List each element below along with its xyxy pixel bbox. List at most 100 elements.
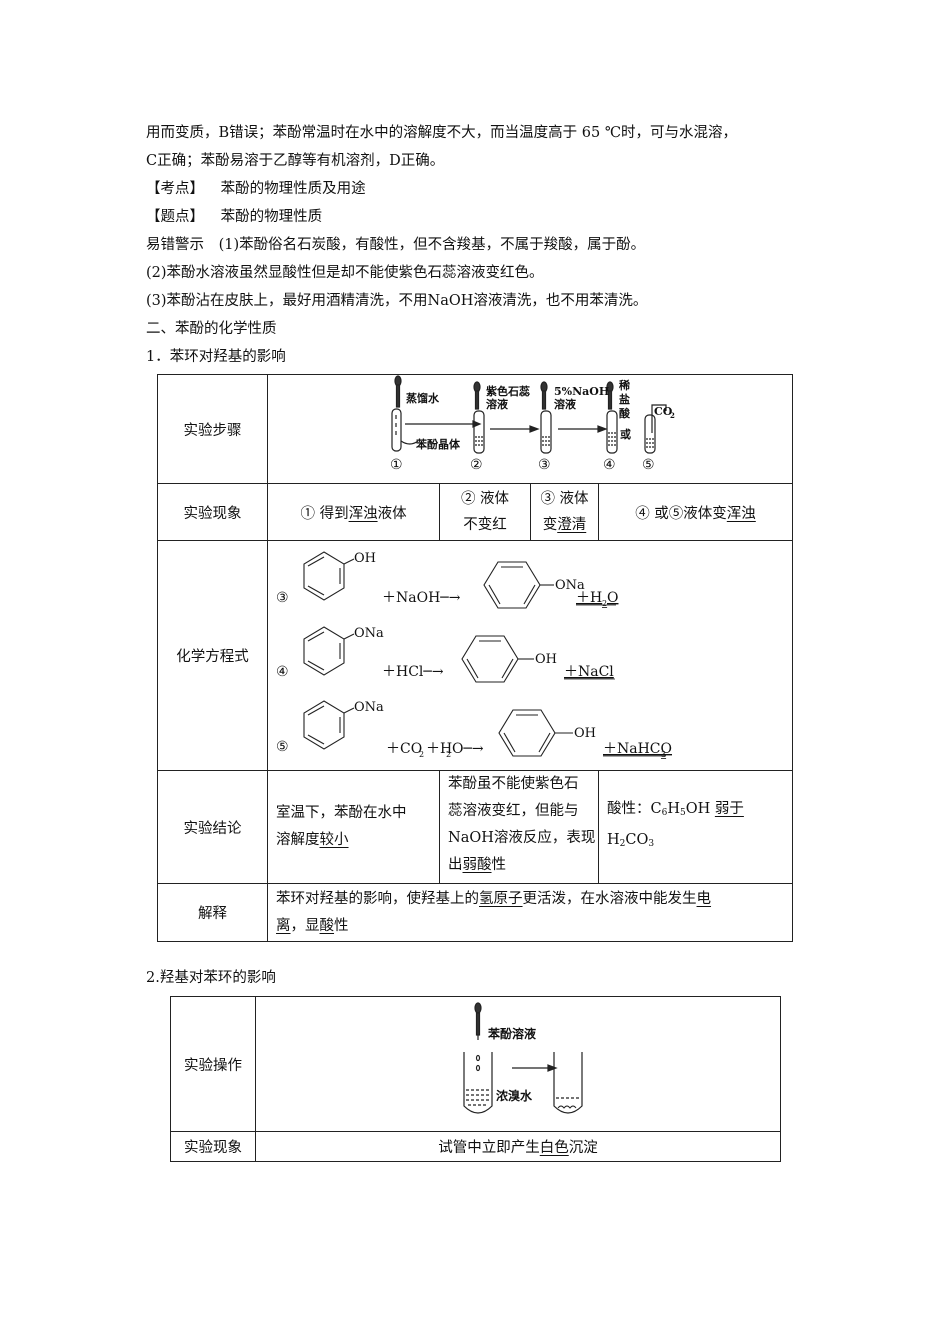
tube-number: ② [470,457,483,473]
answer-underline: 弱酸 [462,857,492,873]
exp-text: 更活泼，在水溶液中能发生 [522,890,697,907]
answer-underline: 氢原子 [479,890,523,907]
answer-underline: 电 [696,890,712,907]
phen-text: 变 [542,517,558,533]
conc-text: H [606,832,620,848]
conc-text: 苯酚虽不能使紫色石 [448,776,579,792]
reagent-text: ＋NaOH─→ [382,590,461,606]
conclusion-cell: 酸性：C6H5OH 弱于 H2CO3 [597,770,794,884]
warning-line: 易错警示 (1)苯酚俗名石炭酸，有酸性，但不含羧基，不属于羧酸，属于酚。 [146,235,645,255]
product-answer: ＋NaCl [564,664,614,680]
phen-text: ① 得到 [300,505,349,522]
group-oh: OH [535,652,557,667]
phen-text: 液体 [377,505,407,522]
result-cell: 试管中立即产生白色沉淀 [255,1131,781,1162]
answer-underline: 澄清 [557,517,587,533]
row-label: 实验现象 [156,483,269,541]
answer-underline: 弱于 [714,801,744,817]
label-bromine: 浓溴水 [496,1088,533,1103]
label-naoh: 5%NaOH [554,385,609,398]
conclusion-cell: 苯酚虽不能使紫色石 蕊溶液变红，但能与 NaOH溶液反应，表现 出弱酸性 [439,770,599,884]
table-phenol-hydroxyl: 实验步骤 [156,374,794,942]
warning-line: (3)苯酚沾在皮肤上，最好用酒精清洗，不用NaOH溶液清洗，也不用苯清洗。 [146,293,648,309]
subscript: 2 [419,750,424,759]
product-answer: ＋H [576,590,602,606]
apparatus-cell: 蒸馏水 苯酚晶体 紫色石蕊 溶液 5%NaOH 溶液 稀 盐 酸 或 CO 2 … [267,374,793,484]
tube-number: ④ [603,457,616,473]
reagent-text: ＋HCl─→ [382,664,444,680]
table-row: 化学方程式 [156,540,793,771]
group-ona: ONa [555,578,585,593]
label-naoh: 溶液 [554,397,577,411]
table-row: 实验结论 室温下，苯酚在水中 溶解度较小 苯酚虽不能使紫色石 蕊溶液变红，但能与… [156,770,794,884]
conc-text: 性 [491,857,507,873]
answer-underline: 白色 [539,1140,569,1156]
exp-text: 性 [334,917,349,934]
tidian-line: 【题点】 苯酚的物理性质 [146,207,322,227]
result-text: 试管中立即产生 [438,1140,540,1156]
subsection-heading: 1．苯环对羟基的影响 [146,349,286,365]
subsection-heading: 2.羟基对苯环的影响 [146,970,276,986]
label-solution: 苯酚溶液 [487,1026,536,1041]
table-hydroxyl-benzene: 实验操作 [170,996,781,1162]
tidian-tag: 【题点】 [146,209,204,225]
table-row: 实验现象 试管中立即产生白色沉淀 [170,1131,781,1162]
tube-number: ⑤ [642,457,655,473]
section-heading: 二、苯酚的化学性质 [146,321,277,337]
product-answer: O [607,590,618,606]
conc-text: OH [685,801,715,817]
phenomenon-cell: ④ 或⑤液体变浑浊 [597,483,794,541]
phen-text: 不变红 [463,517,507,533]
label-crystal: 苯酚晶体 [415,437,461,451]
tube-number: ③ [538,457,551,473]
conclusion-cell: 室温下，苯酚在水中 溶解度较小 [267,770,441,884]
tidian-text: 苯酚的物理性质 [220,209,323,225]
label-litmus: 紫色石蕊 [486,384,530,398]
answer-underline: 酸 [319,917,335,934]
answer-underline: 离 [276,917,291,934]
warning-line: (2)苯酚水溶液虽然显酸性但是却不能使紫色石蕊溶液变红色。 [146,265,544,281]
reagent-text: O─→ [452,741,484,757]
conc-text: NaOH溶液反应，表现 [448,830,596,846]
explain-cell: 苯环对羟基的影响，使羟基上的氢原子更活泼，在水溶液中能发生电 离，显酸性 [267,883,793,942]
phenomenon-cell: ② 液体 不变红 [439,483,531,541]
equations-diagram: OH ONa ONa OH ONa OH ③ ④ ⑤ ＋NaOH─→ ＋HCl─… [276,551,672,759]
bromine-apparatus: 苯酚溶液 浓溴水 [463,1002,583,1114]
label-acid: 稀 [619,378,630,392]
kaodian-line: 【考点】 苯酚的物理性质及用途 [146,179,366,199]
table-row: 解释 苯环对羟基的影响，使羟基上的氢原子更活泼，在水溶液中能发生电 离，显酸性 [156,883,793,942]
group-ona: ONa [354,626,384,641]
exp-text: ，显 [290,917,320,934]
tube-number: ① [390,457,403,473]
conc-text: CO [625,832,649,848]
apparatus-diagram: 蒸馏水 苯酚晶体 紫色石蕊 溶液 5%NaOH 溶液 稀 盐 酸 或 CO 2 … [390,375,675,473]
row-label: 实验现象 [170,1131,256,1162]
kaodian-text: 苯酚的物理性质及用途 [220,181,366,197]
paragraph-line: 用而变质，B错误；苯酚常温时在水中的溶解度不大，而当温度高于 65 ℃时，可与水… [146,125,738,141]
label-acid: 盐 [619,392,630,406]
subscript: 2 [602,599,607,608]
conc-text: 出 [448,857,463,873]
answer-underline: 浑浊 [726,505,756,522]
phenomenon-cell: ③ 液体 变澄清 [530,483,599,541]
phenomenon-cell: ① 得到浑浊液体 [267,483,441,541]
label-acid: 酸 [619,406,631,420]
phen-text: ③ 液体 [540,491,589,507]
subscript: 3 [661,750,666,759]
row-label: 实验操作 [170,996,256,1132]
warning-tag: 易错警示 [146,237,204,253]
table-row: 实验现象 ① 得到浑浊液体 ② 液体 不变红 ③ 液体 变澄清 ④ 或⑤液体变浑… [156,483,794,541]
equation-number: ⑤ [276,739,289,755]
label-litmus: 溶液 [486,397,509,411]
result-text: 沉淀 [568,1140,598,1156]
reagent-text: ＋CO [386,741,422,757]
group-ona: ONa [354,700,384,715]
conc-text: 蕊溶液变红，但能与 [448,803,579,819]
row-label: 实验结论 [156,770,269,884]
group-oh: OH [354,551,376,566]
conc-text: H [667,801,680,817]
row-label: 解释 [156,883,269,942]
label-water: 蒸馏水 [406,391,440,405]
answer-underline: 较小 [319,832,349,848]
equation-cell: OH ONa ONa OH ONa OH ③ ④ ⑤ ＋NaOH─→ ＋HCl─… [267,540,793,771]
